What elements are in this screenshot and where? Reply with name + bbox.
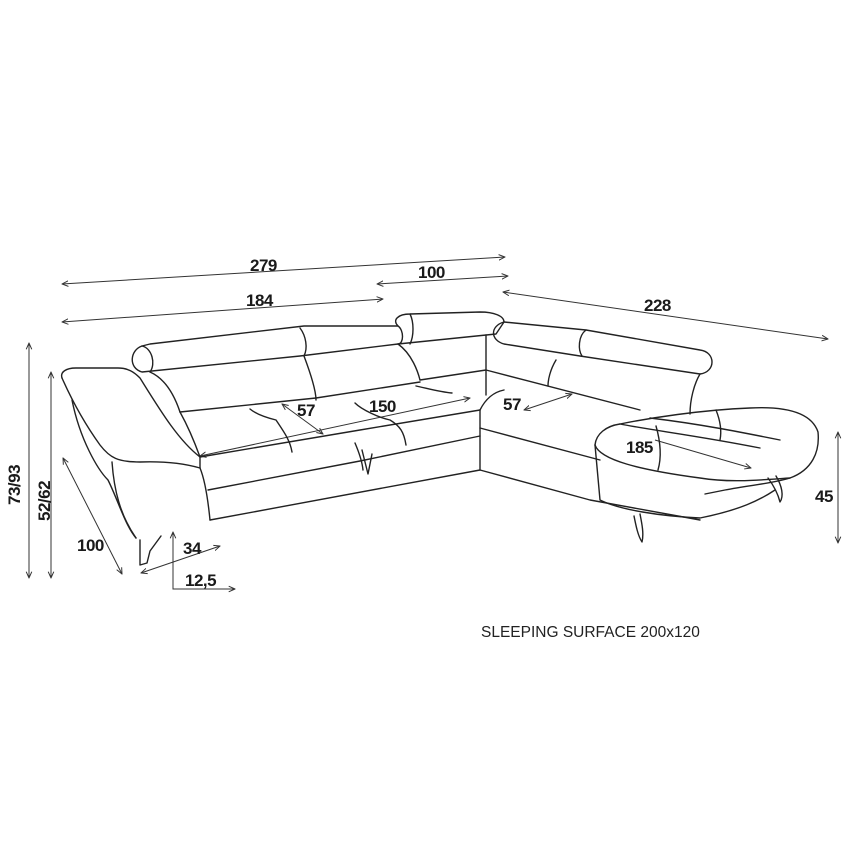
label-corner-side-length: 228 [644,296,671,315]
label-chaise-seat-length: 185 [626,438,653,457]
dim-line-185 [654,439,751,468]
label-armrest-width: 34 [183,539,201,558]
label-total-length: 279 [250,256,277,275]
dim-line-34 [141,546,220,573]
dim-line-150 [200,398,470,456]
sleeping-surface-caption: SLEEPING SURFACE 200x120 [481,624,700,641]
dimension-lines [29,257,838,589]
label-total-height: 73/93 [5,464,24,505]
label-seat-width-main: 150 [369,397,396,416]
label-seat-height: 45 [815,487,833,506]
label-seat-depth-main: 57 [297,401,315,420]
label-seat-depth-corner: 57 [503,395,521,414]
dim-line-100-depth [63,458,122,574]
label-chaise-section-length: 100 [418,263,445,282]
label-armrest-height: 52/62 [35,480,54,521]
label-leg-height: 12,5 [185,571,217,590]
dim-line-279 [62,257,505,284]
sofa-outline [60,311,819,566]
dim-line-12-5 [173,532,235,589]
dim-line-57-corner [524,394,572,410]
dim-line-100-top [377,276,508,284]
dim-line-228 [503,292,828,339]
label-main-section-length: 184 [246,291,273,310]
label-depth: 100 [77,536,104,555]
dim-line-184 [62,299,383,322]
